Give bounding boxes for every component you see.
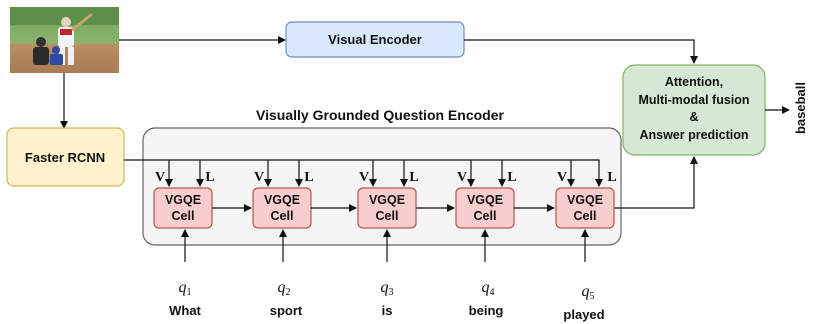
attention-label-line2: Multi-modal fusion <box>638 93 749 107</box>
l-label-5: L <box>607 170 616 185</box>
word-5: played <box>563 307 604 322</box>
cell-2: VGQE Cell V L q2 sport <box>252 160 314 318</box>
vgqe-cell-2-line1: VGQE <box>264 193 300 207</box>
l-label-3: L <box>409 170 418 185</box>
question-token-1: q1 <box>179 279 192 298</box>
cell-1: VGQE Cell V L q1 What <box>153 160 215 318</box>
word-1: What <box>169 303 201 318</box>
visual-encoder-label: Visual Encoder <box>328 32 422 47</box>
feature-bus-line <box>124 159 603 187</box>
answer-label: baseball <box>793 82 808 134</box>
cell-4: VGQE Cell V L q4 being <box>455 160 517 318</box>
vgqe-cell-3-line2: Cell <box>376 209 399 223</box>
arrow-encoder-to-attention <box>464 39 698 64</box>
cell-3: VGQE Cell V L q3 is <box>357 160 419 318</box>
faster-rcnn-label: Faster RCNN <box>25 150 105 165</box>
question-token-2: q2 <box>278 279 291 298</box>
vgqe-cell-5-line2: Cell <box>574 209 597 223</box>
v-label-3: V <box>359 170 369 185</box>
question-token-3: q3 <box>381 279 394 298</box>
attention-fusion-box: Attention, Multi-modal fusion & Answer p… <box>622 64 766 156</box>
word-3: is <box>382 303 393 318</box>
vgqe-cell-4-line1: VGQE <box>467 193 503 207</box>
visual-encoder-box: Visual Encoder <box>285 21 465 58</box>
vgqe-cell-5 <box>555 187 615 229</box>
arrow-cell5-to-attention <box>614 156 698 209</box>
l-label-1: L <box>205 170 214 185</box>
vgqe-cell-4-line2: Cell <box>474 209 497 223</box>
l-label-2: L <box>304 170 313 185</box>
vgqe-cell-5-line1: VGQE <box>567 193 603 207</box>
vgqe-cell-1-line2: Cell <box>172 209 195 223</box>
v-label-1: V <box>155 170 165 185</box>
l-label-4: L <box>507 170 516 185</box>
vgqe-group-title: Visually Grounded Question Encoder <box>256 107 504 123</box>
attention-label-line1: Attention, <box>665 75 723 89</box>
cell-5: VGQE Cell V L q5 played <box>555 160 617 322</box>
vgqe-cell-3-line1: VGQE <box>369 193 405 207</box>
word-4: being <box>469 303 504 318</box>
v-label-2: V <box>254 170 264 185</box>
baseball-photo <box>10 7 119 73</box>
question-token-5: q5 <box>582 283 595 302</box>
faster-rcnn-box: Faster RCNN <box>6 127 125 187</box>
vgqe-cell-2-line2: Cell <box>271 209 294 223</box>
attention-label-line3: & <box>689 110 698 124</box>
v-label-4: V <box>457 170 467 185</box>
attention-label-line4: Answer prediction <box>639 128 748 142</box>
v-label-5: V <box>557 170 567 185</box>
question-token-4: q4 <box>482 279 495 298</box>
vgqe-cell-1-line1: VGQE <box>165 193 201 207</box>
word-2: sport <box>270 303 303 318</box>
